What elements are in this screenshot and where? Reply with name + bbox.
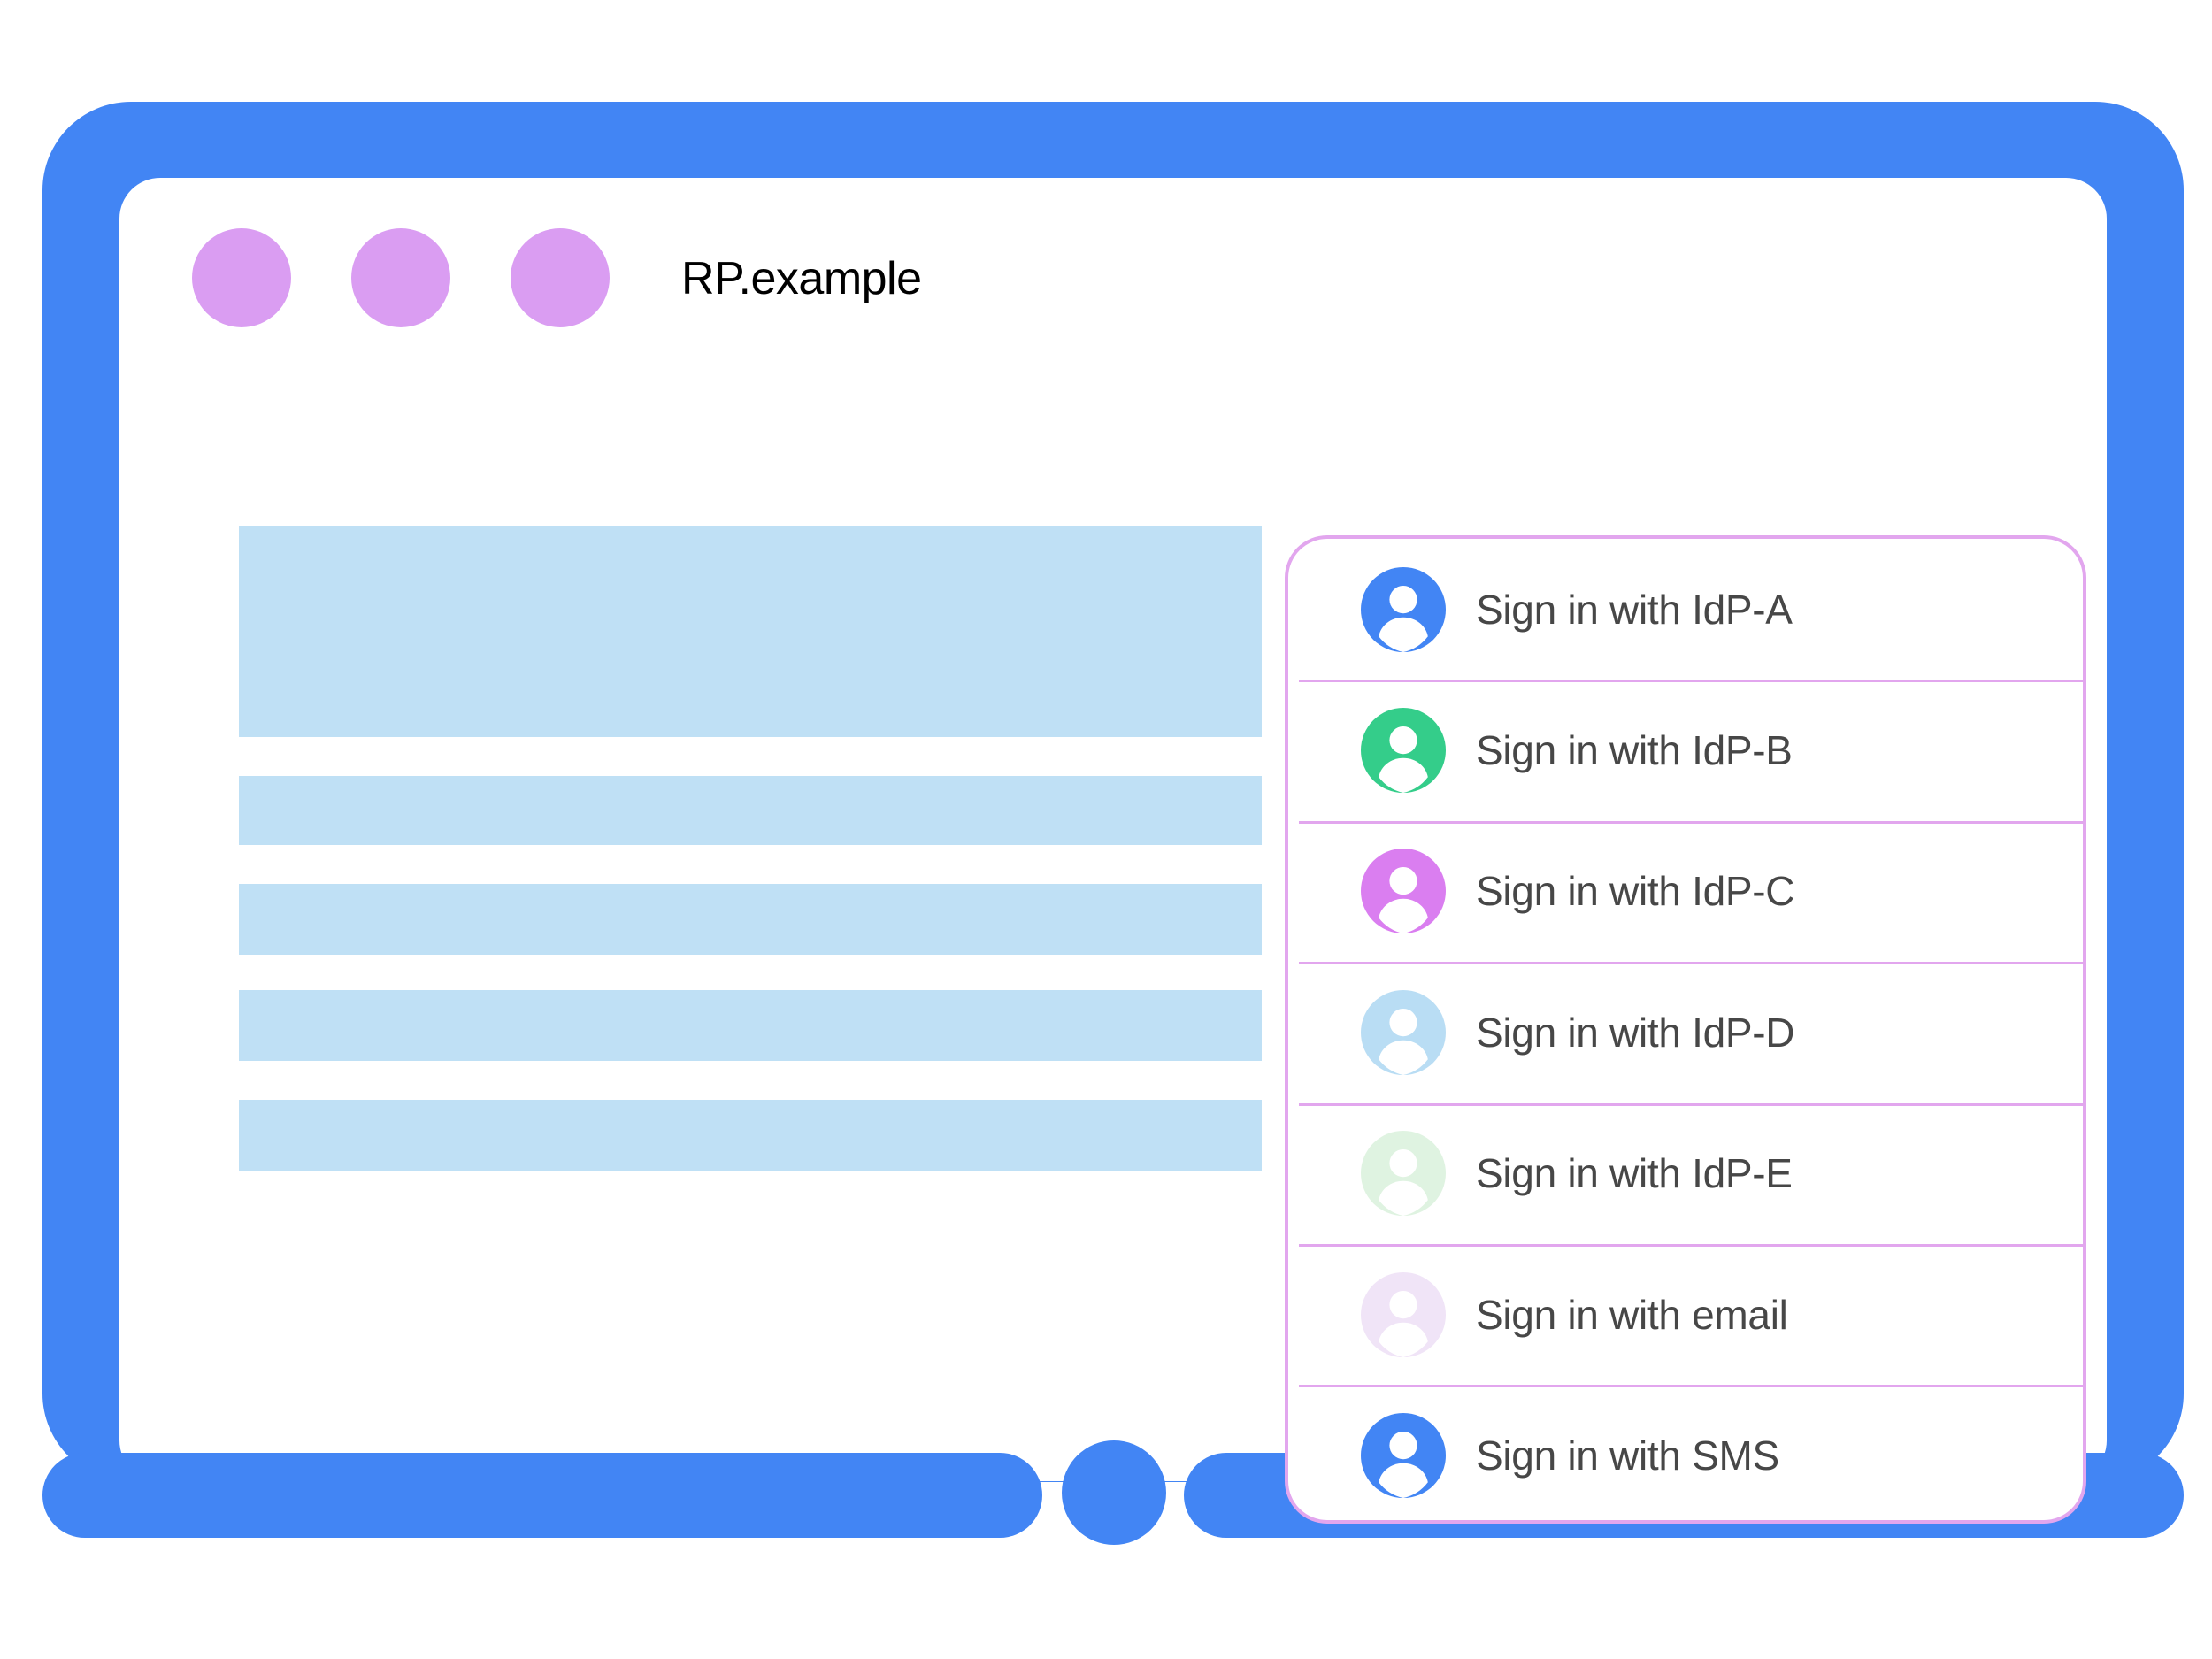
window-dot-3[interactable] (511, 228, 610, 327)
text-block-4 (239, 1100, 1262, 1171)
signin-option-label: Sign in with email (1476, 1291, 1788, 1338)
signin-option-row[interactable]: Sign in with IdP-D (1288, 962, 2086, 1102)
signin-option-row[interactable]: Sign in with email (1288, 1243, 2086, 1385)
signin-option-row[interactable]: Sign in with IdP-B (1288, 680, 2086, 820)
page-title: RP.example (681, 253, 922, 304)
account-chooser-panel: Sign in with IdP-A Sign in with IdP-B Sign… (1285, 535, 2086, 1524)
bezel-bar-left (42, 1453, 1042, 1538)
avatar-icon (1361, 1131, 1446, 1217)
avatar-icon (1361, 708, 1446, 794)
avatar-icon (1361, 566, 1446, 652)
avatar-icon (1361, 1271, 1446, 1357)
signin-option-label: Sign in with SMS (1476, 1432, 1779, 1479)
avatar-icon (1361, 1413, 1446, 1499)
signin-option-label: Sign in with IdP-A (1476, 586, 1793, 633)
signin-option-row[interactable]: Sign in with IdP-C (1288, 820, 2086, 962)
text-block-3 (239, 990, 1262, 1061)
text-block-2 (239, 884, 1262, 955)
signin-option-row[interactable]: Sign in with IdP-E (1288, 1102, 2086, 1244)
signin-option-label: Sign in with IdP-D (1476, 1009, 1795, 1056)
avatar-icon (1361, 849, 1446, 934)
signin-option-label: Sign in with IdP-B (1476, 727, 1793, 774)
hero-block (239, 526, 1262, 737)
signin-option-row[interactable]: Sign in with IdP-A (1288, 539, 2083, 680)
signin-option-label: Sign in with IdP-E (1476, 1150, 1793, 1197)
window-title-bar: RP.example (119, 178, 2107, 355)
home-button[interactable] (1062, 1440, 1166, 1545)
window-dot-1[interactable] (192, 228, 291, 327)
window-dot-2[interactable] (351, 228, 450, 327)
signin-option-label: Sign in with IdP-C (1476, 868, 1795, 915)
signin-option-row[interactable]: Sign in with SMS (1288, 1385, 2086, 1525)
avatar-icon (1361, 989, 1446, 1075)
text-block-1 (239, 776, 1262, 845)
